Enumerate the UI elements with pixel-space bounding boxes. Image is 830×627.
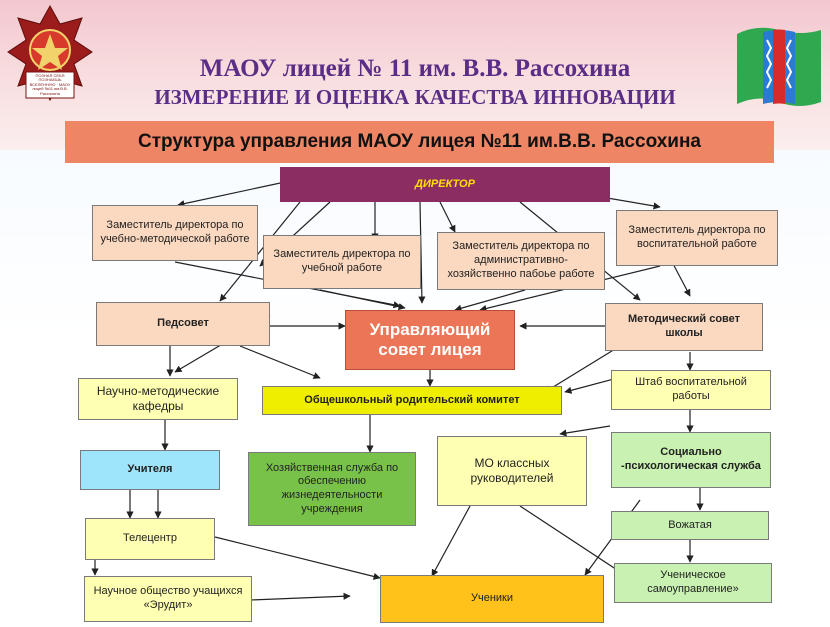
deputy-edu-method-node: Заместитель директора по учебно-методиче… — [92, 205, 258, 261]
method-council-node: Методический совет школы — [605, 303, 763, 351]
title-line-1: МАОУ лицей № 11 им. В.В. Рассохина — [199, 55, 631, 82]
departments-node: Научно-методические кафедры — [78, 378, 238, 420]
regional-flag-icon — [733, 20, 825, 110]
household-service-node: Хозяйственная служба по обеспечению жизн… — [248, 452, 416, 526]
edge — [177, 181, 286, 208]
school-emblem-icon: ПОЗНАЯ СЕБЯ ПОЗНАЕШЬ ВСЕЛЕННУЮ · МАОУ ли… — [6, 4, 94, 104]
title-line-2: ИЗМЕРЕНИЕ И ОЦЕНКА КАЧЕСТВА ИННОВАЦИИ — [154, 85, 676, 109]
council-node: Управляющий совет лицея — [345, 310, 515, 370]
pedsovet-node: Педсовет — [96, 302, 270, 346]
teachers-node: Учителя — [80, 450, 220, 490]
vozhataya-node: Вожатая — [611, 511, 769, 540]
director-node: ДИРЕКТОР — [280, 167, 610, 202]
parent-committee-node: Общешкольный родительский комитет — [262, 386, 562, 415]
diagram-title: Структура управления МАОУ лицея №11 им.В… — [65, 121, 774, 163]
deputy-admin-node: Заместитель директора по административно… — [437, 232, 605, 290]
deputy-edu-node: Заместитель директора по учебной работе — [263, 235, 421, 289]
student-self-government-node: Ученическое самоуправление» — [614, 563, 772, 603]
upbringing-hq-node: Штаб воспитательной работы — [611, 370, 771, 410]
deputy-upbringing-node: Заместитель директора по воспитательной … — [616, 210, 778, 266]
students-node: Ученики — [380, 575, 604, 623]
mo-class-leaders-node: МО классных руководителей — [437, 436, 587, 506]
science-society-node: Научное общество учащихся «Эрудит» — [84, 576, 252, 622]
emblem-text: ПОЗНАЯ СЕБЯ ПОЗНАЕШЬ ВСЕЛЕННУЮ · МАОУ ли… — [29, 73, 71, 96]
telecenter-node: Телецентр — [85, 518, 215, 560]
social-psych-service-node: Социально -психологическая служба — [611, 432, 771, 488]
